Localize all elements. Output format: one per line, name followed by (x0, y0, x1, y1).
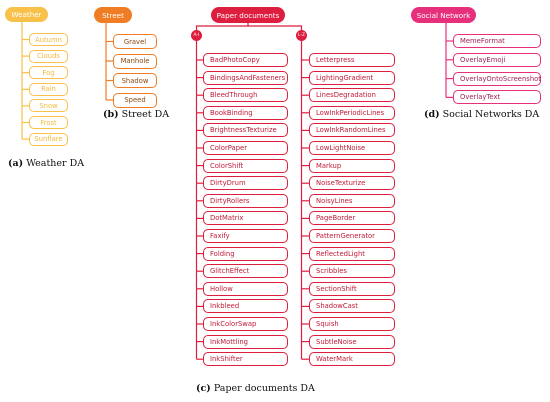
paper-left-item: DirtyDrum (203, 176, 288, 191)
weather-caption-letter: (a) (8, 158, 24, 169)
weather-item: Autumn (29, 33, 68, 46)
paper-left-item: BindingsAndFasteners (203, 70, 288, 85)
paper-right-item: Scribbles (309, 264, 395, 279)
paper-split-right-badge: L-Z (296, 30, 307, 41)
paper-left-item: Hollow (203, 281, 288, 296)
paper-left-item: Inkbleed (203, 299, 288, 314)
paper-left-item: DirtyRollers (203, 193, 288, 208)
paper-documents-header: Paper documents (211, 7, 285, 23)
social-network-header: Social Network (411, 7, 476, 23)
paper-left-item: Folding (203, 246, 288, 261)
paper-left-item: DotMatrix (203, 211, 288, 226)
social-item: OverlayEmoji (453, 52, 541, 67)
paper-right-item: Squish (309, 317, 395, 331)
paper-left-item: ColorPaper (203, 141, 288, 155)
paper-right-item: SubtleNoise (309, 334, 395, 349)
paper-caption-letter: (c) (196, 383, 211, 394)
social-caption-letter: (d) (424, 109, 440, 120)
paper-right-item: PatternGenerator (309, 229, 395, 243)
street-item: Gravel (113, 34, 157, 49)
paper-left-item: InkColorSwap (203, 317, 288, 331)
paper-right-item: LowLightNoise (309, 141, 395, 155)
paper-right-item: LowInkRandomLines (309, 123, 395, 138)
weather-item: Frost (29, 116, 68, 129)
street-item: Shadow (113, 73, 157, 88)
paper-left-item: InkShifter (203, 352, 288, 367)
weather-item: Snow (29, 99, 68, 113)
connector-line (195, 23, 249, 30)
paper-right-item: PageBorder (309, 211, 395, 226)
street-header: Street (94, 7, 132, 23)
paper-left-item: Faxify (203, 229, 288, 243)
paper-right-item: NoiseTexturize (309, 176, 395, 191)
paper-left-item: InkMottling (203, 334, 288, 349)
social-caption: (d) Social Networks DA (424, 109, 539, 120)
paper-left-item: GlitchEffect (203, 264, 288, 279)
paper-caption-text: Paper documents DA (213, 383, 315, 394)
social-item: OverlayOntoScreenshot (453, 71, 541, 86)
social-caption-text: Social Networks DA (442, 109, 540, 120)
weather-item: Sunflare (29, 132, 68, 146)
weather-item: Clouds (29, 49, 68, 63)
social-item: OverlayText (453, 90, 541, 105)
weather-item: Fog (29, 66, 68, 80)
street-item: Manhole (113, 53, 157, 69)
paper-left-item: ColorShift (203, 158, 288, 173)
paper-left-item: BleedThrough (203, 88, 288, 103)
street-item: Speed (113, 92, 157, 108)
paper-right-item: Markup (309, 158, 395, 173)
weather-item: Rain (29, 82, 68, 96)
paper-right-item: LightingGradient (309, 70, 395, 85)
weather-caption-text: Weather DA (26, 158, 85, 169)
paper-right-item: WaterMark (309, 352, 395, 367)
paper-right-item: SectionShift (309, 281, 395, 296)
street-caption: (b) Street DA (103, 109, 169, 120)
paper-right-item: Letterpress (309, 53, 395, 67)
paper-right-item: ShadowCast (309, 299, 395, 314)
paper-right-item: LinesDegradation (309, 88, 395, 103)
connector-line (248, 25, 303, 30)
paper-right-item: NoisyLines (309, 193, 395, 208)
paper-split-left-badge: A-I (191, 30, 202, 41)
paper-left-item: BookBinding (203, 105, 288, 120)
paper-left-item: BadPhotoCopy (203, 53, 288, 67)
street-caption-letter: (b) (103, 109, 119, 120)
paper-right-item: ReflectedLight (309, 246, 395, 261)
social-item: MemeFormat (453, 34, 541, 48)
street-caption-text: Street DA (121, 109, 170, 120)
weather-caption: (a) Weather DA (8, 158, 84, 169)
paper-left-item: BrightnessTexturize (203, 123, 288, 138)
paper-caption: (c) Paper documents DA (196, 383, 315, 394)
paper-right-item: LowInkPeriodicLines (309, 105, 395, 120)
weather-header: Weather (5, 7, 48, 22)
